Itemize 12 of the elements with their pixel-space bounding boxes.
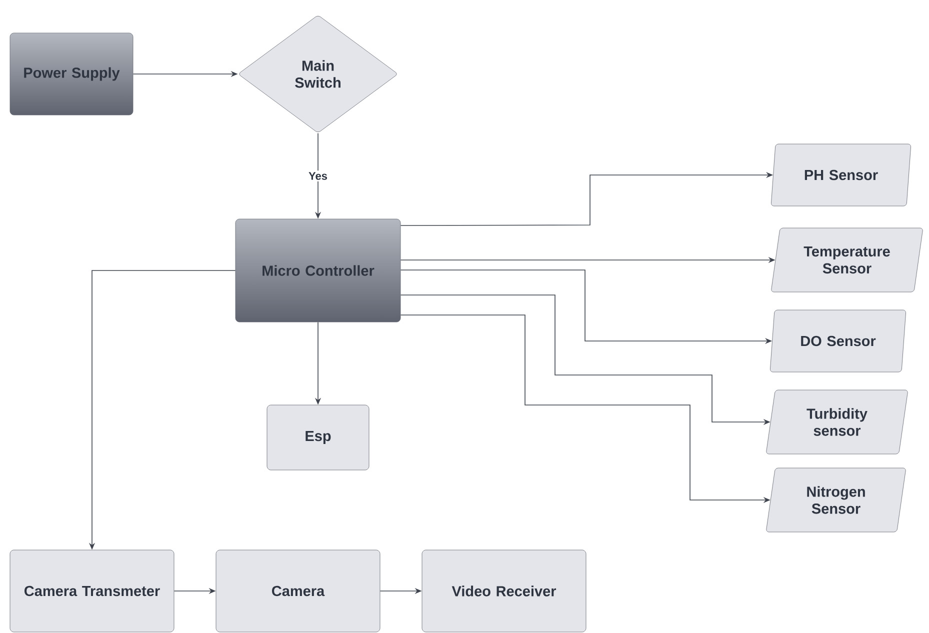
process-box: Camera bbox=[216, 550, 380, 632]
process-box: Power Supply bbox=[10, 32, 134, 116]
sensor-parallelogram: DO Sensor bbox=[770, 310, 906, 372]
sensor-parallelogram: Turbidity sensor bbox=[766, 390, 908, 454]
sensor-parallelogram: Nitrogen Sensor bbox=[766, 468, 906, 532]
process-box: Esp bbox=[266, 404, 370, 470]
edge-label: Yes bbox=[307, 170, 329, 182]
process-box: Micro Controller bbox=[235, 218, 401, 322]
sensor-parallelogram: PH Sensor bbox=[771, 144, 911, 206]
sensor-parallelogram: Temperature Sensor bbox=[771, 228, 923, 292]
process-box: Camera Transmeter bbox=[10, 550, 174, 632]
process-box: Video Receiver bbox=[422, 550, 586, 632]
